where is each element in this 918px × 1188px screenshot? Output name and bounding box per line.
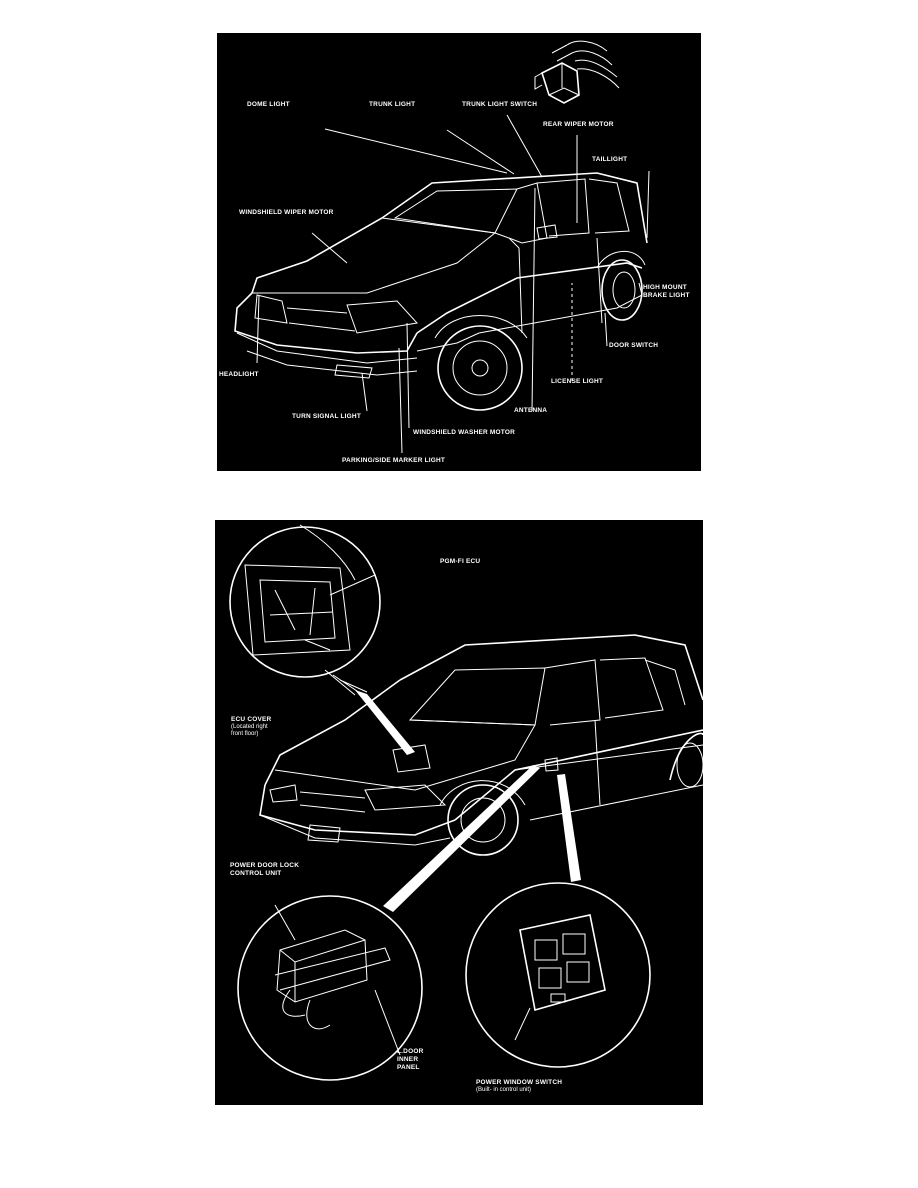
window-switch-detail-circle xyxy=(465,882,651,1068)
label-parking-side-marker-light: PARKING/SIDE MARKER LIGHT xyxy=(342,457,446,464)
label-high-mount-brake-light: HIGH MOUNT BRAKE LIGHT xyxy=(643,284,690,299)
label-power-window-switch-note: (Built- in control unit) xyxy=(476,1087,532,1093)
top-diagram-panel: DOME LIGHT TRUNK LIGHT TRUNK LIGHT SWITC… xyxy=(217,33,701,471)
leader-lines xyxy=(256,114,650,454)
label-license-light: LICENSE LIGHT xyxy=(551,378,604,385)
label-ecu-cover: ECU COVER xyxy=(231,716,272,723)
connector-detail xyxy=(534,40,620,104)
label-power-door-lock-control-unit: POWER DOOR LOCK CONTROL UNIT xyxy=(230,862,300,877)
label-windshield-washer-motor: WINDSHIELD WASHER MOTOR xyxy=(413,429,515,436)
label-trunk-light-switch: TRUNK LIGHT SWITCH xyxy=(462,101,538,108)
label-turn-signal-light: TURN SIGNAL LIGHT xyxy=(292,413,361,420)
label-headlight: HEADLIGHT xyxy=(219,371,259,378)
door-lock-detail-circle xyxy=(237,895,423,1081)
sedan-car xyxy=(259,634,703,856)
label-pgm-fi-ecu: PGM-FI ECU xyxy=(440,558,481,565)
label-rear-wiper-motor: REAR WIPER MOTOR xyxy=(543,121,614,128)
ecu-callout-beam xyxy=(355,690,415,755)
label-power-window-switch: POWER WINDOW SWITCH xyxy=(476,1079,563,1086)
label-trunk-light: TRUNK LIGHT xyxy=(369,101,416,108)
hatchback-car xyxy=(234,172,648,411)
door-lock-callout-beam xyxy=(383,765,540,912)
label-l-door-inner-panel: L.DOOR INNER PANEL xyxy=(397,1048,424,1071)
car-components-illustration xyxy=(229,524,703,1081)
label-windshield-wiper-motor: WINDSHIELD WIPER MOTOR xyxy=(239,209,334,216)
label-antenna: ANTENNA xyxy=(514,407,548,414)
bottom-diagram-panel: PGM-FI ECU ECU COVER (Located right fron… xyxy=(215,520,703,1105)
window-switch-callout-beam xyxy=(557,774,581,882)
label-taillight: TAILLIGHT xyxy=(592,156,628,163)
car-exterior-illustration xyxy=(234,40,650,454)
label-dome-light: DOME LIGHT xyxy=(247,101,290,108)
ecu-detail-circle xyxy=(229,524,381,696)
label-ecu-cover-note: (Located right front floor) xyxy=(231,724,268,737)
label-door-switch: DOOR SWITCH xyxy=(609,342,659,349)
